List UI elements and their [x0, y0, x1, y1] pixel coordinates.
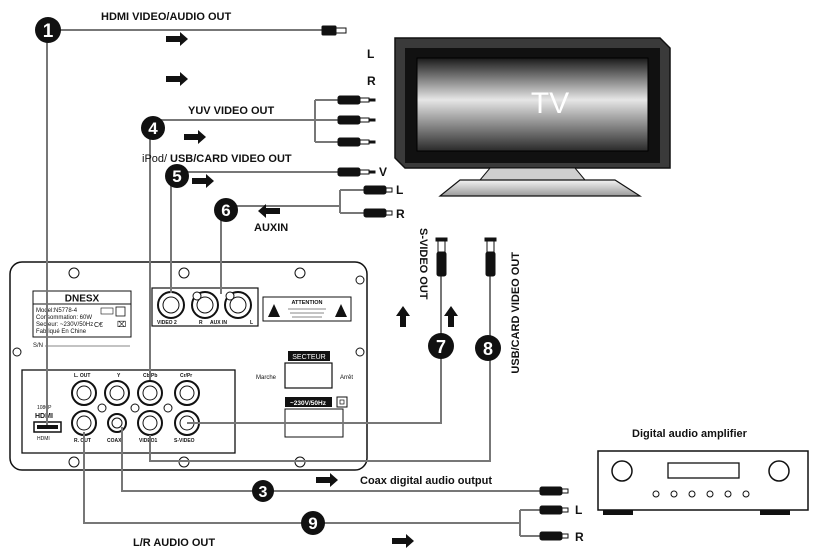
- digital-audio-amplifier: [597, 450, 809, 515]
- arrow-svideo: [396, 306, 410, 327]
- arrow-usb: [444, 306, 458, 327]
- arrows: [166, 32, 458, 548]
- crpr-label: Cr/Pr: [180, 373, 192, 379]
- arrow-yuv: [184, 130, 206, 144]
- ipod-out-label-b: USB/CARD VIDEO OUT: [170, 153, 292, 165]
- model-line-4: Fabriqué En Chine: [36, 329, 87, 335]
- video-plug: [337, 167, 376, 177]
- lr-plug-l: [539, 505, 569, 515]
- lr-plug-r: [539, 531, 569, 541]
- aux-plug-r: [363, 208, 393, 218]
- hdmi-res-label: 1080P: [37, 405, 52, 411]
- arret-label: Arrêt: [340, 375, 353, 381]
- yuv-plug-2: [337, 115, 376, 125]
- ipod-out-label-a: iPod/: [142, 153, 168, 165]
- lr-audio-out-label: L/R AUDIO OUT: [133, 537, 215, 549]
- model-line-2: Consommation: 60W: [36, 315, 92, 321]
- digital-amp-label: Digital audio amplifier: [632, 428, 748, 440]
- labels: HDMI VIDEO/AUDIO OUT L R YUV VIDEO OUT i…: [101, 11, 748, 549]
- coax-out-label: Coax digital audio output: [360, 475, 492, 487]
- yuv-plug-3: [337, 137, 376, 147]
- brand-label: DNESX: [65, 294, 100, 305]
- badge-8: 8: [483, 339, 493, 359]
- hdmi-logo: HDMI: [35, 413, 53, 420]
- plug-l-2: L: [396, 183, 403, 197]
- svideo-label: S-VIDEO: [174, 438, 195, 444]
- badge-6: 6: [221, 201, 230, 220]
- plug-r-2: R: [396, 207, 405, 221]
- y-label: Y: [117, 373, 121, 379]
- arrow-l: [166, 72, 188, 86]
- svideo-out-label: S-VIDEO OUT: [417, 228, 429, 300]
- aux-r-label: R: [199, 320, 203, 326]
- hdmi-port-label: HDMI: [37, 436, 50, 442]
- badge-3: 3: [259, 484, 268, 501]
- auxin-label: AUXIN: [254, 222, 288, 234]
- svg-text:⌧: ⌧: [117, 320, 126, 329]
- badge-1: 1: [43, 21, 54, 42]
- tv-label: TV: [531, 87, 569, 120]
- serial-label: S/N: [33, 343, 43, 349]
- arrow-lr: [392, 534, 414, 548]
- rear-panel: DNESX Model:N5778-4 Consommation: 60W Se…: [9, 261, 368, 471]
- plug-r-3: R: [575, 530, 584, 544]
- badge-5: 5: [172, 167, 181, 186]
- arrow-coax: [316, 473, 338, 487]
- attention-label: ATTENTION: [291, 300, 322, 306]
- number-badges: 1 3 4 5 6 7 8 9: [35, 17, 501, 535]
- aux-plug-l: [363, 185, 393, 195]
- secteur-label: SECTEUR: [292, 354, 325, 361]
- coax-label: COAX: [107, 438, 122, 444]
- plug-l-3: L: [575, 503, 582, 517]
- aux-in-label: AUX IN: [210, 320, 227, 326]
- arrow-video: [192, 174, 214, 188]
- model-line-3: Secteur: ~230V/50Hz: [36, 322, 93, 328]
- coax-plug: [539, 486, 569, 496]
- hdmi-out-label: HDMI VIDEO/AUDIO OUT: [101, 11, 231, 23]
- plugs: [321, 25, 569, 541]
- plug-l-1: L: [367, 47, 374, 61]
- video2-label: VIDEO 2: [157, 320, 177, 326]
- yuv-out-label: YUV VIDEO OUT: [188, 105, 274, 117]
- plug-r-1: R: [367, 74, 376, 88]
- yuv-plug-1: [337, 95, 376, 105]
- plug-v: V: [379, 165, 387, 179]
- lout-label: L. OUT: [74, 373, 90, 379]
- svideo-plug: [435, 237, 448, 277]
- tv: TV: [394, 37, 671, 197]
- cables: [46, 29, 540, 537]
- badge-9: 9: [308, 514, 317, 533]
- video1-label: VIDEO1: [139, 438, 158, 444]
- badge-4: 4: [148, 119, 158, 138]
- usb-card-out-label: USB/CARD VIDEO OUT: [510, 252, 522, 374]
- usb-card-plug: [484, 237, 497, 277]
- arrow-aux: [258, 204, 280, 218]
- model-line-1: Model:N5778-4: [36, 308, 78, 314]
- svg-text:C€: C€: [94, 322, 103, 329]
- aux-l-label: L: [250, 320, 253, 326]
- voltage-label: ~230V/50Hz: [290, 400, 327, 407]
- marche-label: Marche: [256, 375, 277, 381]
- badge-7: 7: [436, 337, 446, 357]
- rout-label: R. OUT: [74, 438, 91, 444]
- arrow-hdmi: [166, 32, 188, 46]
